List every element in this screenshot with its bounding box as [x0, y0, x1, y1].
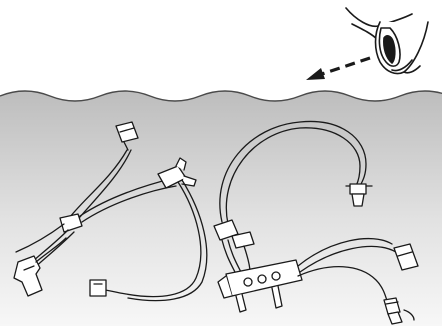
bottom-connector — [90, 280, 106, 296]
eye-icon — [346, 8, 428, 74]
view-direction-arrow-icon — [306, 58, 370, 80]
